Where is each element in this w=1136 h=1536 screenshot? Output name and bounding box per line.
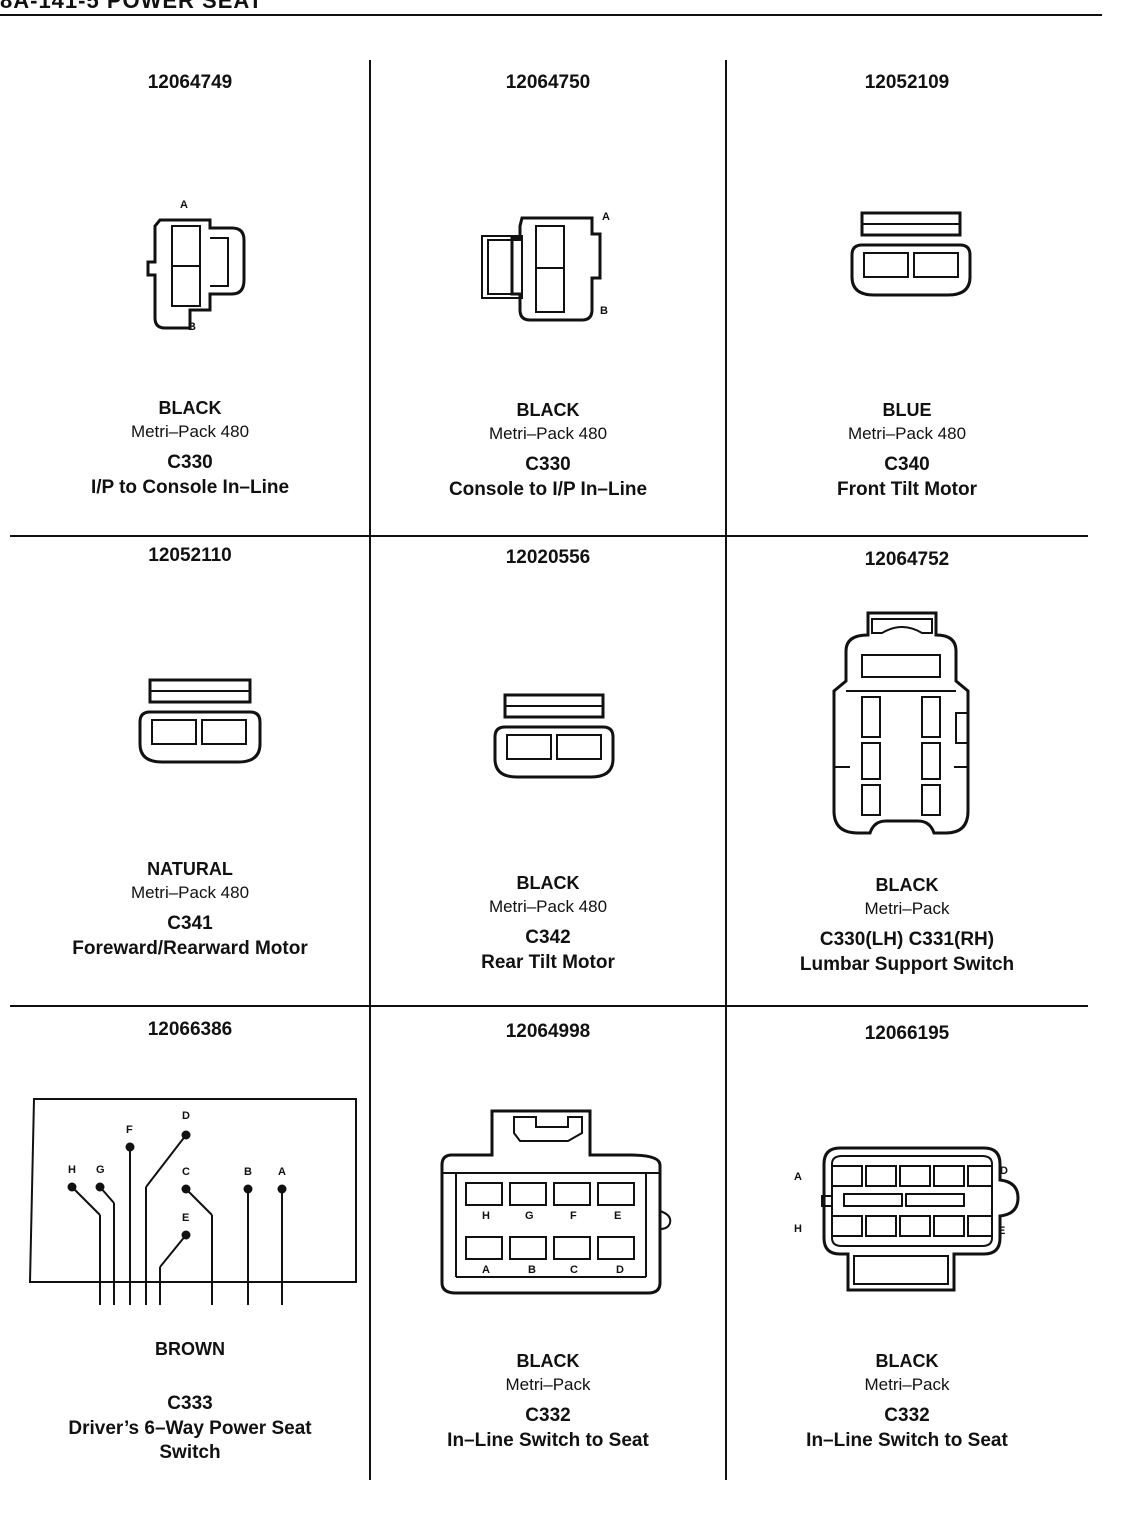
part-number: 12052109 (864, 72, 950, 93)
connector-id: C340 (884, 454, 930, 475)
pin-label: H (794, 1223, 802, 1235)
pin-label: F (570, 1210, 577, 1222)
connector-id: C330(LH) C331(RH) (819, 929, 995, 950)
connector-pack: Metri–Pack 480 (130, 883, 250, 902)
connector-description: In–Line Switch to Seat (447, 1430, 649, 1451)
connector-pack: Metri–Pack (864, 899, 950, 918)
connector-description: Rear Tilt Motor (481, 952, 615, 973)
connector-2way-inline-icon: A B (481, 211, 610, 322)
pin-label: E (182, 1212, 189, 1224)
connector-2way-motor-icon (850, 211, 972, 297)
pin-label: B (600, 305, 608, 317)
connector-id: C333 (167, 1393, 213, 1414)
connector-cell: 12064749 A B BLACK Metri–Pack 480 C330 I… (10, 60, 370, 530)
part-number: 12064998 (505, 1021, 591, 1042)
connector-color: NATURAL (147, 859, 233, 879)
connector-2way-motor-icon (138, 678, 262, 764)
connector-description: I/P to Console In–Line (90, 477, 290, 498)
connector-id: C341 (167, 913, 213, 934)
pin-label: A (602, 211, 610, 223)
pin-label: A (278, 1166, 286, 1178)
connector-description: Console to I/P In–Line (448, 479, 648, 500)
connector-cell: 12064750 A B BLACK Metri–Pack 480 C330 C… (370, 60, 726, 530)
pin-label: F (126, 1124, 133, 1136)
pin-label: E (998, 1225, 1005, 1237)
pin-label: B (528, 1264, 536, 1276)
connector-cell: 12064752 BLACK Metri–Pack C330(LH) C331(… (726, 537, 1088, 1005)
connector-pack: Metri–Pack (505, 1375, 591, 1394)
connector-description: Foreward/Rearward Motor (72, 938, 308, 959)
connector-color: BLACK (516, 873, 580, 893)
connector-id: C342 (525, 927, 571, 948)
header-rule (0, 14, 1102, 16)
pin-label: H (482, 1210, 490, 1222)
part-number: 12064749 (147, 72, 233, 93)
connector-pack: Metri–Pack 480 (488, 897, 608, 916)
pin-label: G (525, 1210, 534, 1222)
pin-label: G (96, 1164, 105, 1176)
pin-label: C (570, 1264, 578, 1276)
part-number: 12064750 (505, 72, 591, 93)
connector-id: C330 (525, 454, 571, 475)
pin-label: D (182, 1110, 190, 1122)
pin-label: B (188, 321, 196, 333)
switch-pin-diagram-icon: H G F D C E B A (28, 1098, 357, 1305)
pin-label: C (182, 1166, 190, 1178)
connector-cell: 12052110 NATURAL Metri–Pack 480 C341 For… (10, 537, 370, 1005)
connector-color: BLUE (882, 400, 932, 420)
part-number: 12066195 (864, 1023, 950, 1044)
connector-pack (10, 1361, 370, 1385)
connector-8way-icon: A H D E (794, 1146, 1020, 1292)
connector-description: Driver’s 6–Way Power Seat Switch (68, 1418, 312, 1463)
grid-line-vertical-2 (725, 60, 727, 1480)
connector-color: BLACK (516, 400, 580, 420)
connector-6way-switch-icon (832, 611, 970, 835)
part-number: 12052110 (148, 545, 232, 566)
connector-id: C330 (167, 452, 213, 473)
connector-description: In–Line Switch to Seat (806, 1430, 1008, 1451)
connector-color: BLACK (158, 398, 222, 418)
connector-2way-inline-icon: A B (146, 199, 246, 333)
grid-line-horizontal-2 (10, 1005, 1088, 1007)
pin-label: A (482, 1264, 490, 1276)
connector-cell: 12066386 H G F D C E B A BROWN (10, 1007, 370, 1487)
connector-color: BROWN (155, 1339, 225, 1359)
connector-color: BLACK (875, 875, 939, 895)
connector-8way-icon: H G F E A B C D (440, 1109, 672, 1295)
part-number: 12066386 (147, 1019, 233, 1040)
connector-description: Front Tilt Motor (836, 479, 977, 500)
connector-cell: 12066195 A H D E BLACK Metri–Pack C332 I… (726, 1007, 1088, 1487)
pin-label: D (1000, 1165, 1008, 1177)
part-number: 12064752 (864, 549, 950, 570)
connector-pack: Metri–Pack 480 (130, 422, 250, 441)
grid-line-vertical-1 (369, 60, 371, 1480)
connector-color: BLACK (875, 1351, 939, 1371)
connector-cell: 12052109 BLUE Metri–Pack 480 C340 Front … (726, 60, 1088, 530)
connector-color: BLACK (516, 1351, 580, 1371)
connector-pack: Metri–Pack (864, 1375, 950, 1394)
pin-label: H (68, 1164, 76, 1176)
connector-cell: 12020556 BLACK Metri–Pack 480 C342 Rear … (370, 537, 726, 1005)
pin-label: A (180, 199, 188, 211)
connector-id: C332 (525, 1405, 571, 1426)
part-number: 12020556 (505, 547, 591, 568)
pin-label: D (616, 1264, 624, 1276)
connector-pack: Metri–Pack 480 (488, 424, 608, 443)
connector-cell: 12064998 H G F E A B C D BLACK Metri–Pac… (370, 1007, 726, 1487)
connector-id: C332 (884, 1405, 930, 1426)
connector-description: Lumbar Support Switch (799, 954, 1015, 975)
connector-pack: Metri–Pack 480 (847, 424, 967, 443)
grid-line-horizontal-1 (10, 535, 1088, 537)
connector-2way-motor-icon (493, 693, 615, 779)
pin-label: A (794, 1171, 802, 1183)
page-title: 8A-141-5 POWER SEAT (0, 0, 264, 13)
pin-label: E (614, 1210, 621, 1222)
pin-label: B (244, 1166, 252, 1178)
